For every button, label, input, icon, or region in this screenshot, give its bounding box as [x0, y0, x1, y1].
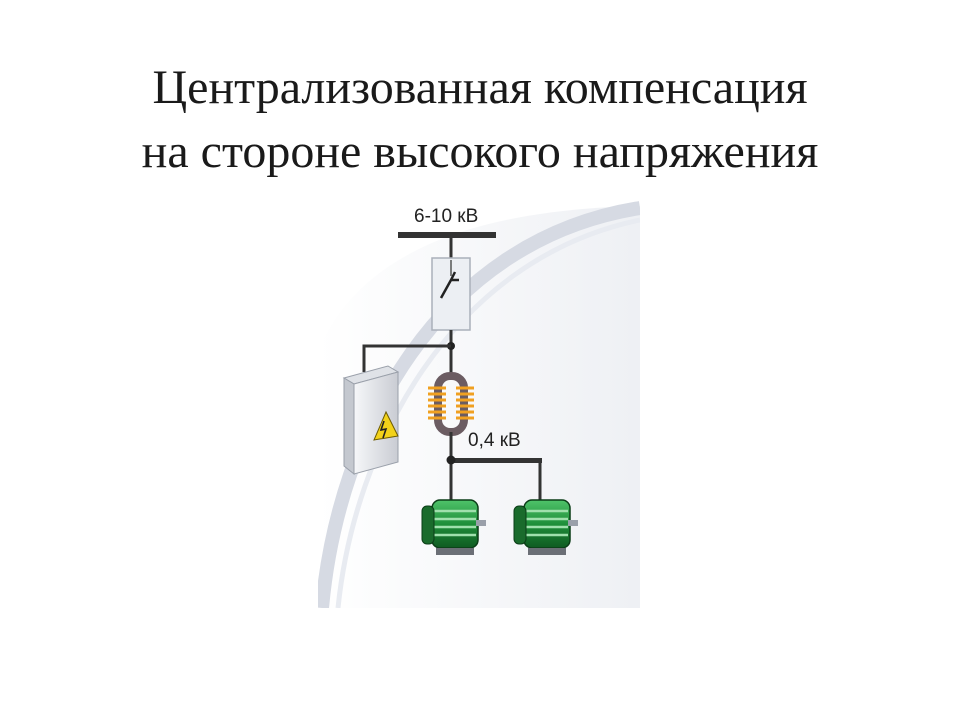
motor-1-icon	[421, 499, 486, 555]
lightning-bolt-icon	[379, 420, 388, 439]
capacitor-feeder-line	[362, 344, 451, 372]
slide-title-line-1: Централизованная компенсация	[152, 61, 808, 114]
warning-triangle-icon	[373, 410, 399, 441]
motor-2-icon	[513, 499, 578, 555]
capacitor-cabinet	[342, 365, 400, 476]
slide-title-line-2: на стороне высокого напряжения	[141, 125, 819, 178]
breaker-symbol-icon	[439, 271, 459, 299]
diagram-svg: 6-10 кВ	[318, 201, 640, 608]
hv-busbar	[398, 232, 496, 238]
lv-voltage-label: 0,4 кВ	[468, 430, 521, 451]
hv-voltage-label: 6-10 кВ	[414, 206, 478, 227]
compensation-diagram: 6-10 кВ	[318, 200, 640, 608]
switch-box	[431, 257, 471, 331]
lv-busbar	[450, 458, 542, 463]
slide-title: Централизованная компенсация на стороне …	[0, 56, 960, 184]
junction-node-lv	[446, 455, 456, 465]
